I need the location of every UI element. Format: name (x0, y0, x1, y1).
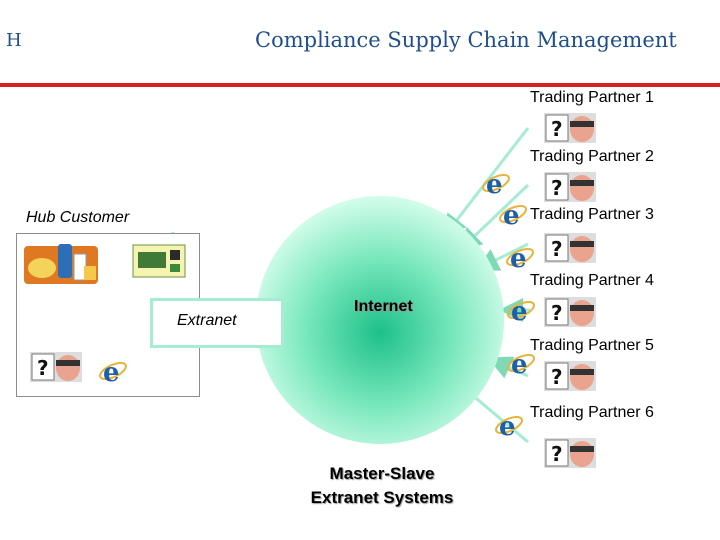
unknown-user-icon[interactable]: ? (544, 361, 596, 391)
internet-explorer-icon[interactable]: e (498, 199, 528, 229)
svg-text:e: e (511, 350, 528, 378)
svg-text:e: e (510, 244, 527, 272)
title-rule (0, 83, 720, 87)
partner-label-4: Trading Partner 4 (530, 272, 654, 289)
internet-explorer-icon[interactable]: e (494, 410, 524, 440)
partner-label-3: Trading Partner 3 (530, 206, 654, 223)
svg-text:?: ? (37, 356, 49, 380)
partner-label-1: Trading Partner 1 (530, 89, 654, 106)
internet-explorer-icon[interactable]: e (481, 168, 511, 198)
unknown-user-icon[interactable]: ? (544, 172, 596, 202)
internet-explorer-icon[interactable]: e (505, 242, 535, 272)
header-letter: H (6, 30, 22, 51)
svg-text:e: e (103, 358, 120, 386)
partner-label-5: Trading Partner 5 (530, 337, 654, 354)
svg-text:e: e (503, 201, 520, 229)
link-partner-2 (457, 183, 530, 253)
caption-line-1: Master-Slave (329, 464, 435, 483)
unknown-user-icon[interactable]: ? (544, 113, 596, 143)
internet-explorer-icon[interactable]: e (98, 356, 128, 386)
svg-text:?: ? (551, 237, 563, 261)
svg-text:?: ? (551, 442, 563, 466)
link-partner-5 (487, 356, 529, 379)
svg-text:e: e (486, 170, 503, 198)
page-title: Compliance Supply Chain Management (255, 28, 677, 52)
extranet-box[interactable] (150, 298, 284, 348)
internet-label: Internet (354, 298, 413, 315)
unknown-user-icon: ? (30, 352, 82, 382)
unknown-user-icon[interactable]: ? (544, 233, 596, 263)
unknown-user-icon[interactable]: ? (544, 438, 596, 468)
svg-text:?: ? (551, 365, 563, 389)
circuit-board-icon (132, 244, 186, 278)
internet-caption: Master-Slave Extranet Systems (298, 462, 466, 510)
internet-explorer-icon[interactable]: e (506, 295, 536, 325)
svg-text:e: e (499, 412, 516, 440)
caption-line-2: Extranet Systems (310, 488, 454, 507)
partner-label-2: Trading Partner 2 (530, 148, 654, 165)
svg-text:?: ? (551, 117, 563, 141)
hub-customer-label: Hub Customer (26, 209, 130, 226)
extranet-label: Extranet (177, 312, 237, 329)
svg-text:e: e (511, 297, 528, 325)
internet-explorer-icon[interactable]: e (506, 348, 536, 378)
internet-globe (256, 196, 504, 444)
partner-label-6: Trading Partner 6 (530, 404, 654, 421)
svg-text:?: ? (551, 301, 563, 325)
products-icon (24, 244, 98, 284)
svg-text:?: ? (551, 176, 563, 200)
unknown-user-icon[interactable]: ? (544, 297, 596, 327)
